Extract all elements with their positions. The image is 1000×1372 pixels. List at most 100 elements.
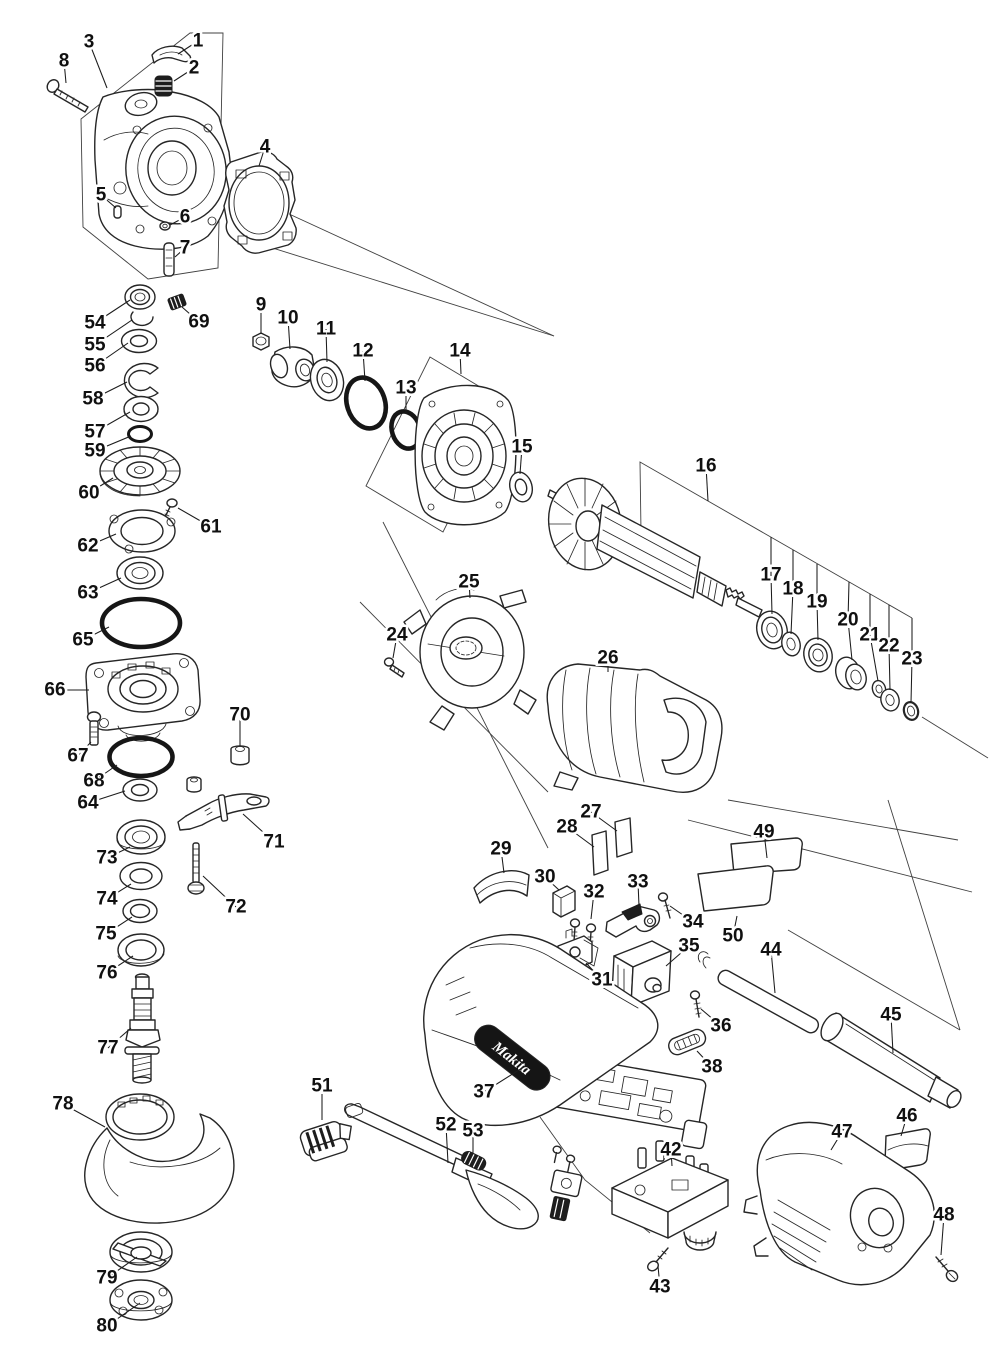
- leader-line-1: [177, 40, 199, 55]
- part-label-73: 73: [96, 848, 117, 869]
- leader-line-44: [770, 949, 776, 994]
- part-63-bearing: [116, 556, 164, 590]
- part-73-bearing: [116, 819, 166, 855]
- part-label-37: 37: [473, 1082, 494, 1103]
- part-label-11: 11: [316, 319, 337, 340]
- part-74-washer: [119, 861, 163, 891]
- part-71-shaft-lock-lever: [177, 793, 270, 831]
- part-label-17: 17: [760, 565, 781, 586]
- part-label-48: 48: [933, 1205, 954, 1226]
- part-53-spring: [461, 1150, 487, 1171]
- leader-line-31: [585, 962, 603, 981]
- part-label-76: 76: [96, 963, 117, 984]
- part-label-80: 80: [96, 1316, 117, 1337]
- part-label-30: 30: [534, 867, 555, 888]
- leader-line-60: [88, 477, 114, 494]
- leader-line-54: [94, 299, 131, 324]
- part-6-ring: [159, 221, 171, 231]
- part-34-screw: [657, 892, 672, 919]
- part-label-35: 35: [678, 936, 700, 957]
- part-label-22: 22: [878, 636, 899, 657]
- part-label-59: 59: [84, 441, 105, 462]
- part-label-2: 2: [189, 58, 200, 79]
- part-68-o-ring: [107, 735, 175, 779]
- leader-line-57: [94, 411, 131, 433]
- leader-line-47: [830, 1131, 843, 1151]
- part-label-45: 45: [880, 1005, 902, 1026]
- part-label-13: 13: [395, 378, 416, 399]
- part-70-pin: [230, 745, 250, 766]
- part-11-bearing: [309, 358, 345, 402]
- part-label-77: 77: [97, 1038, 118, 1059]
- part-label-36: 36: [710, 1016, 731, 1037]
- part-label-21: 21: [859, 625, 881, 646]
- part-56-washer: [120, 328, 158, 354]
- part-50-label: [697, 865, 774, 912]
- leader-line-76: [106, 955, 134, 974]
- part-label-44: 44: [760, 940, 782, 961]
- part-label-78: 78: [52, 1094, 73, 1115]
- leader-line-30: [544, 876, 560, 891]
- part-label-46: 46: [896, 1106, 917, 1127]
- leader-line-3: [88, 41, 108, 89]
- part-label-25: 25: [458, 572, 480, 593]
- leader-line-29: [500, 848, 505, 874]
- leader-line-25: [468, 581, 471, 599]
- part-label-75: 75: [95, 924, 117, 945]
- leader-line-59: [94, 435, 132, 452]
- part-label-31: 31: [591, 970, 613, 991]
- part-label-60: 60: [78, 483, 99, 504]
- leader-line-33: [637, 881, 640, 907]
- leader-line-10: [287, 317, 291, 350]
- part-38-slide-knob: [668, 1028, 707, 1056]
- part-label-16: 16: [695, 456, 716, 477]
- part-20-rubber-ring: [834, 656, 867, 691]
- leader-line-79: [106, 1256, 138, 1279]
- part-64-washer: [122, 778, 158, 802]
- part-label-63: 63: [77, 583, 98, 604]
- part-label-10: 10: [277, 308, 298, 329]
- part-12-o-ring: [343, 375, 389, 431]
- part-45-cord-guard: [820, 1012, 962, 1109]
- part-number-labels: 1234567891011121314151617181920212223242…: [42, 28, 957, 1339]
- part-label-4: 4: [260, 137, 271, 158]
- part-label-29: 29: [490, 839, 511, 860]
- leader-line-74: [106, 883, 132, 900]
- part-label-3: 3: [84, 32, 95, 53]
- leader-line-8: [63, 60, 67, 84]
- leader-line-46: [900, 1115, 908, 1137]
- part-2-spring: [154, 75, 173, 97]
- leader-line-4: [258, 146, 266, 167]
- part-label-27: 27: [580, 802, 601, 823]
- part-label-28: 28: [556, 817, 577, 838]
- part-label-47: 47: [831, 1122, 852, 1143]
- part-57-collar-gear: [123, 395, 159, 423]
- leader-line-50: [732, 915, 738, 937]
- part-47-rear-cover: [743, 1121, 935, 1286]
- leader-line-34: [669, 905, 694, 923]
- part-label-67: 67: [67, 746, 88, 767]
- part-label-38: 38: [701, 1057, 722, 1078]
- leader-line-15: [519, 446, 523, 475]
- part-label-58: 58: [82, 389, 103, 410]
- part-label-61: 61: [200, 517, 222, 538]
- part-26-field-stator: [546, 663, 723, 793]
- part-21-washer: [871, 679, 887, 699]
- part-77-spindle: [124, 973, 161, 1084]
- part-72-bolt: [187, 842, 205, 895]
- part-label-56: 56: [84, 356, 105, 377]
- leader-line-55: [94, 319, 133, 346]
- leader-line-28: [566, 826, 595, 848]
- part-16-armature: [547, 477, 763, 618]
- leader-line-21: [869, 594, 879, 682]
- part-label-62: 62: [77, 536, 98, 557]
- part-label-53: 53: [462, 1121, 483, 1142]
- part-label-71: 71: [263, 832, 285, 853]
- part-label-5: 5: [96, 185, 107, 206]
- part-label-24: 24: [386, 625, 408, 646]
- part-label-1: 1: [193, 31, 204, 52]
- part-label-50: 50: [722, 926, 743, 947]
- leader-line-35: [665, 945, 690, 967]
- leader-line-80: [106, 1302, 141, 1327]
- part-29-name-label: [473, 870, 530, 904]
